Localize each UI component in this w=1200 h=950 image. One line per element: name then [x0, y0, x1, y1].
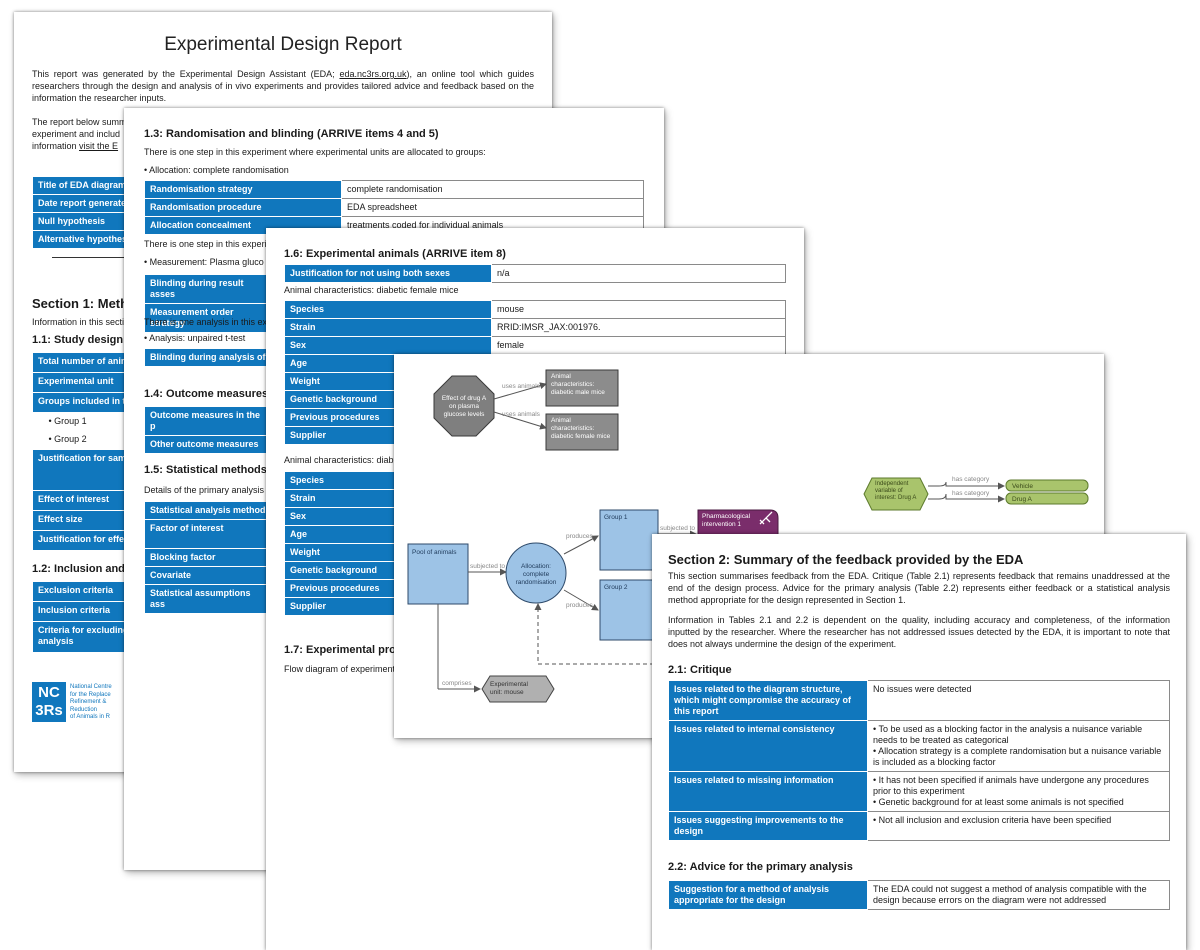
subjected-to-label: subjected to [470, 563, 505, 570]
has-category-label-1: has category [952, 476, 990, 483]
section2-heading: Section 2: Summary of the feedback provi… [668, 552, 1024, 567]
statistical-table: Statistical analysis method Factor of in… [144, 501, 274, 614]
advice-heading: 2.2: Advice for the primary analysis [668, 861, 853, 873]
experimental-unit-node[interactable] [481, 675, 555, 703]
produces-label-2: produces [566, 602, 593, 609]
nc3rs-logo-text: National Centre for the Replace Refineme… [70, 684, 112, 720]
category-druga-node[interactable] [1005, 492, 1089, 505]
critique-table: Issues related to the diagram structure,… [668, 680, 1170, 841]
report-page-feedback: Section 2: Summary of the feedback provi… [652, 534, 1186, 950]
group-1-item: • Group 1 [32, 412, 144, 431]
critique-heading: 2.1: Critique [668, 664, 732, 676]
blinding-analysis-table: Blinding during analysis of [144, 348, 274, 367]
report-title: Experimental Design Report [164, 34, 402, 55]
summary-line-2: experiment and includ [32, 129, 121, 139]
divider [52, 257, 142, 258]
visit-eda-link[interactable]: visit the E [79, 141, 119, 151]
section2-intro: This section summarises feedback from th… [668, 571, 1170, 605]
effect-node[interactable] [433, 375, 495, 437]
animal-char-node-2[interactable] [545, 413, 619, 451]
uses-animals-label-1: uses animals [502, 383, 541, 390]
section1-text: Information in this secti [32, 317, 125, 327]
animal-char-node-1[interactable] [545, 369, 619, 407]
inclusion-heading: 1.2: Inclusion and [32, 563, 125, 575]
uses-animals-label-2: uses animals [502, 411, 541, 418]
produces-label-1: produces [566, 533, 593, 540]
summary-line-3: information visit the E [32, 141, 119, 151]
has-category-label-2: has category [952, 490, 990, 497]
subjected-to-label-2: subjected to [660, 525, 695, 532]
study-design-heading: 1.1: Study design [32, 334, 124, 346]
group-1-label: Group 1 [604, 514, 628, 521]
meta-row-date: Date report generate [32, 194, 152, 213]
meta-table: Title of EDA diagram Date report generat… [32, 176, 152, 249]
randomisation-heading: 1.3: Randomisation and blinding (ARRIVE … [144, 128, 439, 140]
group-2-node[interactable] [599, 579, 659, 641]
summary-line-1: The report below summ [32, 117, 127, 127]
meta-row-alt: Alternative hypothes [32, 230, 152, 249]
procedures-heading: 1.7: Experimental pro [284, 644, 396, 656]
category-vehicle-label: Vehicle [1012, 483, 1033, 490]
outcome-heading: 1.4: Outcome measures [144, 388, 269, 400]
pharm-intervention-node[interactable] [697, 509, 779, 539]
pool-label: Pool of animals [412, 549, 457, 556]
animals-heading: 1.6: Experimental animals (ARRIVE item 8… [284, 248, 506, 260]
eda-link[interactable]: eda.nc3rs.org.uk [339, 69, 407, 79]
category-vehicle-node[interactable] [1005, 479, 1089, 492]
section1-heading: Section 1: Meth [32, 296, 129, 311]
syringe-icon [759, 511, 773, 525]
statistical-heading: 1.5: Statistical methods [144, 464, 267, 476]
independent-variable-node[interactable] [863, 477, 929, 511]
pool-node[interactable] [407, 543, 469, 605]
section2-info: Information in Tables 2.1 and 2.2 is dep… [668, 615, 1170, 649]
group-2-item: • Group 2 [32, 431, 144, 450]
intro-paragraph: This report was generated by the Experim… [32, 69, 534, 103]
study-design-table: Total number of anim Experimental unit G… [32, 352, 144, 551]
outcome-table: Outcome measures in the p Other outcome … [144, 406, 274, 454]
comprises-label: comprises [442, 680, 472, 687]
group-2-label: Group 2 [604, 584, 628, 591]
nc3rs-logo: NC 3Rs [32, 682, 66, 722]
advice-table: Suggestion for a method of analysis appr… [668, 880, 1170, 910]
group-1-node[interactable] [599, 509, 659, 571]
category-druga-label: Drug A [1012, 496, 1033, 503]
